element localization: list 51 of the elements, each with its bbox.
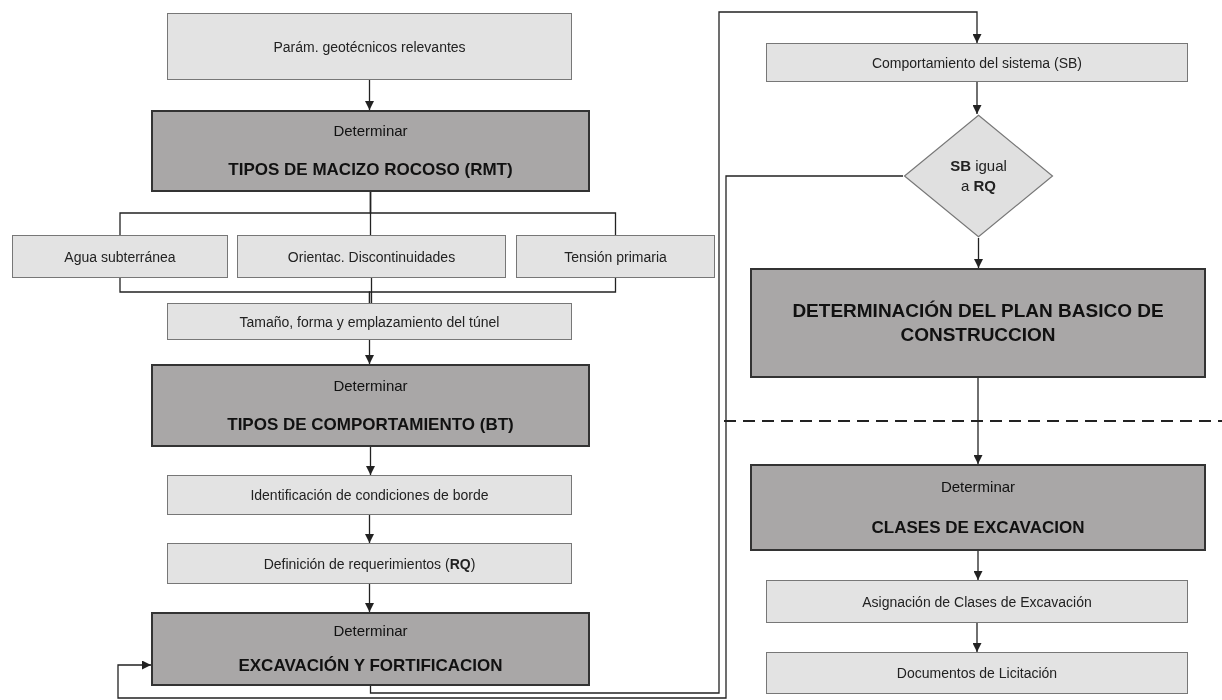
process-box xyxy=(516,235,715,278)
process-box xyxy=(12,235,228,278)
step-title: TIPOS DE MACIZO ROCOSO (RMT) xyxy=(228,159,513,180)
step-title: TIPOS DE COMPORTAMIENTO (BT) xyxy=(227,414,514,435)
process-box xyxy=(167,303,572,340)
arrow xyxy=(369,11,982,694)
box-text: SB igual a RQ xyxy=(949,155,1008,196)
arrow xyxy=(365,514,374,544)
step-label: Determinar xyxy=(333,122,408,140)
connector-line xyxy=(368,277,617,304)
step-title: EXCAVACIÓN Y FORTIFICACION xyxy=(238,655,503,676)
key-process-box xyxy=(750,464,1206,551)
key-process-box xyxy=(151,612,590,686)
arrow xyxy=(117,175,904,699)
process-box xyxy=(237,235,506,278)
arrow xyxy=(365,583,374,613)
step-label: Determinar xyxy=(940,477,1016,495)
box-text: Identificación de condiciones de borde xyxy=(250,487,489,503)
box-text: Asignación de Clases de Excavación xyxy=(862,593,1092,610)
arrow xyxy=(974,237,983,269)
process-box xyxy=(766,580,1188,623)
step-label: Determinar xyxy=(333,622,408,640)
box-text: Tensión primaria xyxy=(564,248,667,265)
process-box xyxy=(167,543,572,584)
process-box xyxy=(167,475,572,515)
box-text: Comportamiento del sistema (SB) xyxy=(871,54,1083,71)
box-text: Agua subterránea xyxy=(64,248,176,265)
box-text: Parám. geotécnicos relevantes xyxy=(273,38,466,55)
key-process-box xyxy=(750,268,1206,378)
arrow xyxy=(365,79,374,111)
box-text: Orientac. Discontinuidades xyxy=(287,248,456,265)
step-label: Determinar xyxy=(333,376,408,394)
arrow xyxy=(365,339,374,365)
arrow xyxy=(973,377,983,465)
arrow xyxy=(972,622,982,653)
process-box xyxy=(766,43,1188,82)
connector-line xyxy=(369,191,617,236)
step-title: DETERMINACIÓN DEL PLAN BASICO DE CONSTRUCCION xyxy=(791,299,1165,347)
box-text: Tamaño, forma y emplazamiento del túnel xyxy=(239,313,500,330)
step-title: CLASES DE EXCAVACION xyxy=(871,517,1085,538)
box-text: Definición de requerimientos (RQ) xyxy=(263,555,476,572)
process-box xyxy=(167,13,572,80)
arrow xyxy=(366,446,375,476)
arrow xyxy=(973,550,983,581)
process-box xyxy=(766,652,1188,694)
connector-line xyxy=(370,277,373,304)
key-process-box xyxy=(151,364,590,447)
key-process-box xyxy=(151,110,590,192)
arrow xyxy=(972,81,982,115)
decision-diamond xyxy=(903,114,1054,238)
box-text: Documentos de Licitación xyxy=(896,665,1058,681)
